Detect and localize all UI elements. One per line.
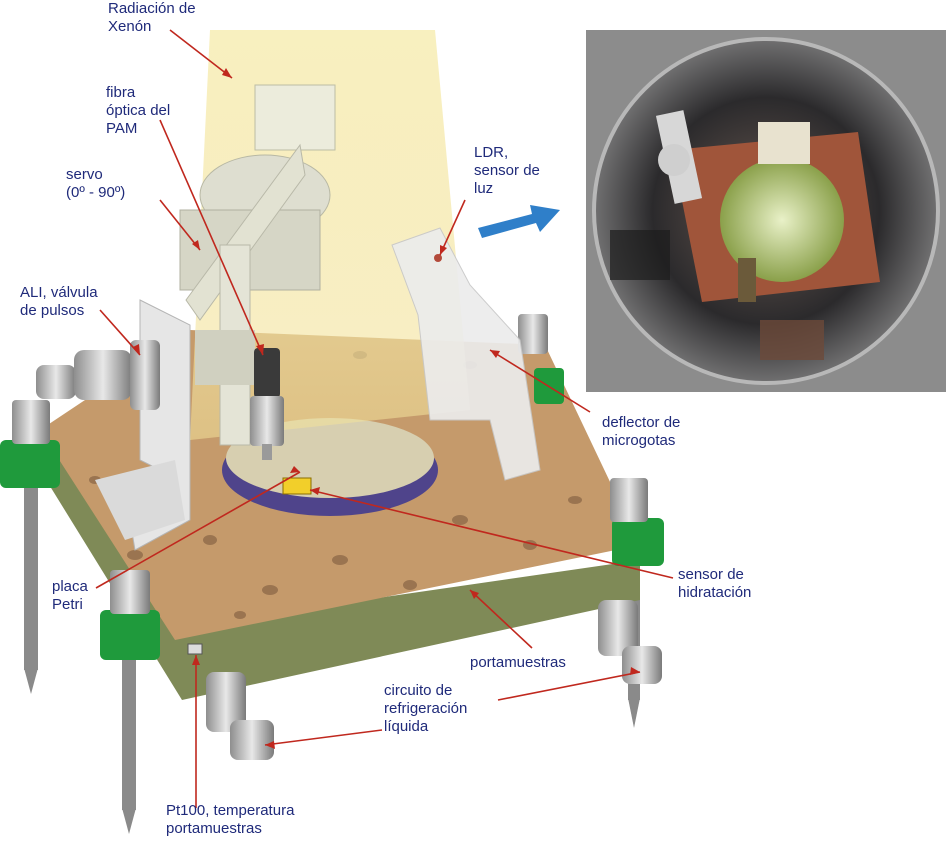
leader-ldr <box>439 199 466 256</box>
label-deflector: deflector de microgotas <box>602 414 681 449</box>
servo-base <box>195 330 255 385</box>
photo-sensor <box>738 258 756 302</box>
cooling-connector-left-tip <box>230 720 274 760</box>
label-ldr-sensor: LDR, sensor de luz <box>474 144 540 197</box>
nut-left-back <box>12 400 50 444</box>
nut-right-back <box>518 314 548 354</box>
nut-left-front <box>110 570 150 614</box>
cooling-connector-left <box>206 672 246 732</box>
clamp-right-front <box>612 518 664 566</box>
label-cooling-circuit: circuito de refrigeración líquida <box>384 682 468 735</box>
leader-cooling-left <box>264 729 383 746</box>
label-pam-fiber: fibra óptica del PAM <box>106 84 171 137</box>
photo-servo-disc <box>658 144 690 176</box>
label-pt100: Pt100, temperatura portamuestras <box>166 802 295 837</box>
leader-lines <box>95 29 674 808</box>
leg-tip <box>24 668 38 694</box>
label-servo: servo (0º - 90º) <box>66 166 126 201</box>
servo-top-box <box>254 84 336 151</box>
cooling-connector-right-tip <box>622 646 662 684</box>
leader-xenon <box>169 29 233 79</box>
nut-right-front <box>610 478 648 522</box>
leader-fiber <box>159 119 264 356</box>
leg-left-back <box>24 440 38 670</box>
pt100-sensor <box>187 643 203 655</box>
servo-arm <box>185 143 306 321</box>
label-sample-holder: portamuestras <box>470 654 566 671</box>
ali-bracket-foot <box>95 460 185 540</box>
leader-arrowheads <box>133 68 640 749</box>
leg-tip <box>122 808 136 834</box>
ali-valve-flange <box>130 340 160 410</box>
cooling-connector-right <box>598 600 638 656</box>
sample-moss <box>720 158 844 282</box>
label-ali-valve: ALI, válvula de pulsos <box>20 284 98 319</box>
label-xenon-radiation: Radiación de Xenón <box>108 0 196 35</box>
leader-servo <box>159 199 201 251</box>
pam-fiber-holder <box>250 396 284 446</box>
ali-valve-nozzle <box>36 365 76 399</box>
label-hydration-sensor: sensor de hidratación <box>678 566 752 601</box>
clamp-left-back <box>0 440 60 488</box>
leader-hydration <box>309 489 674 579</box>
leg-left-front <box>122 640 136 810</box>
leader-ali <box>99 309 141 356</box>
ali-valve-body <box>74 350 132 400</box>
photo-inset <box>586 30 946 392</box>
hydration-sensor <box>282 477 312 495</box>
photo-deflector <box>758 122 810 164</box>
photo-connector <box>760 320 824 360</box>
leader-deflector <box>489 349 591 413</box>
ldr-sensor <box>434 254 442 262</box>
leg-tip <box>628 698 640 728</box>
pam-fiber-tip <box>262 444 272 460</box>
blue-arrow-icon <box>478 205 560 238</box>
leader-sample-holder <box>469 589 533 649</box>
droplet-deflector <box>391 227 541 481</box>
photo-cabling <box>610 230 670 280</box>
clamp-left-front <box>100 610 160 660</box>
pam-fiber-body <box>254 348 280 398</box>
leader-petri <box>95 471 301 589</box>
leader-cooling-right <box>497 671 641 701</box>
label-petri-dish: placa Petri <box>52 578 88 613</box>
